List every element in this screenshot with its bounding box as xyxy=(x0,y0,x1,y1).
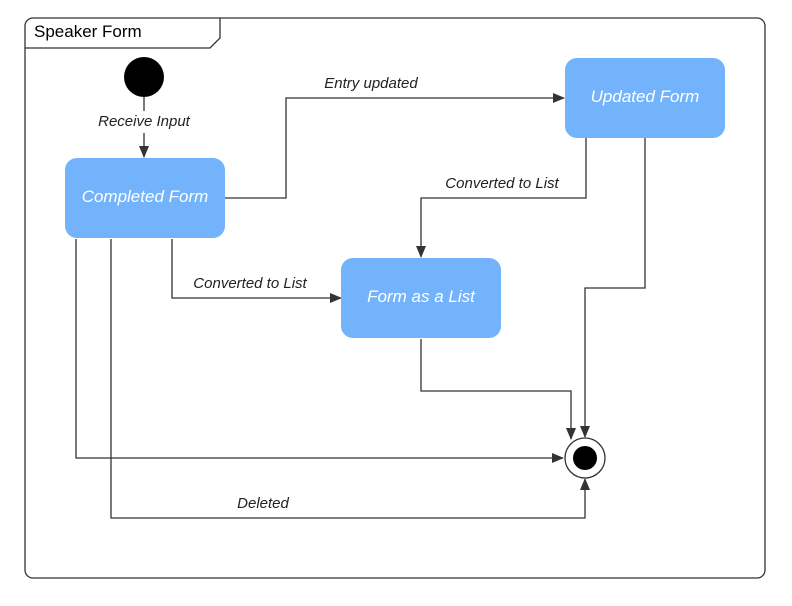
state-completed-form-label: Completed Form xyxy=(82,187,209,206)
deleted-label: Deleted xyxy=(237,495,289,512)
receive-input-label: Receive Input xyxy=(98,113,191,130)
entry-updated-label: Entry updated xyxy=(324,75,418,92)
completed-to-list-edge xyxy=(171,239,342,303)
completed-to-final-edge xyxy=(75,239,564,463)
converted-to-list-upper-label: Converted to List xyxy=(445,175,559,192)
state-completed-form[interactable] xyxy=(65,158,225,238)
deleted-edge xyxy=(110,239,590,519)
frame-title-tab xyxy=(25,18,221,49)
state-form-as-list-label: Form as a List xyxy=(367,287,476,306)
initial-node xyxy=(124,57,164,97)
receive-input-label-bg xyxy=(92,111,196,133)
entry-updated-edge xyxy=(225,93,565,199)
state-form-as-list[interactable] xyxy=(341,258,501,338)
state-updated-form-label: Updated Form xyxy=(591,87,700,106)
frame-title: Speaker Form xyxy=(34,22,142,41)
converted-to-list-lower-label: Converted to List xyxy=(193,275,307,292)
updated-to-list-edge xyxy=(416,138,587,258)
final-node-core xyxy=(573,446,597,470)
list-to-final-edge xyxy=(420,339,576,440)
state-updated-form[interactable] xyxy=(565,58,725,138)
updated-to-final-edge xyxy=(580,138,646,438)
